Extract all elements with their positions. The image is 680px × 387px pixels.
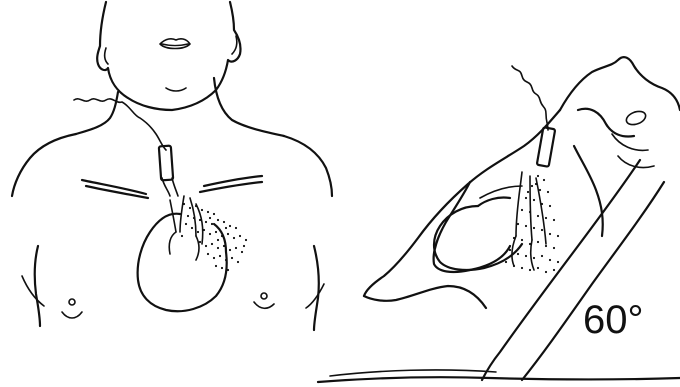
frontal-view-panel [12,2,332,330]
incline-angle-label: 60° [583,300,644,340]
lateral-body [364,110,603,308]
lateral-incline [318,160,680,382]
lateral-heart [434,172,546,270]
lateral-head [560,57,680,167]
lateral-cable [512,66,548,130]
frontal-cable [74,99,166,150]
frontal-neck [76,78,284,136]
frontal-probe [159,146,178,196]
lateral-beam-dots [505,175,559,273]
frontal-beam-dots [181,203,247,271]
